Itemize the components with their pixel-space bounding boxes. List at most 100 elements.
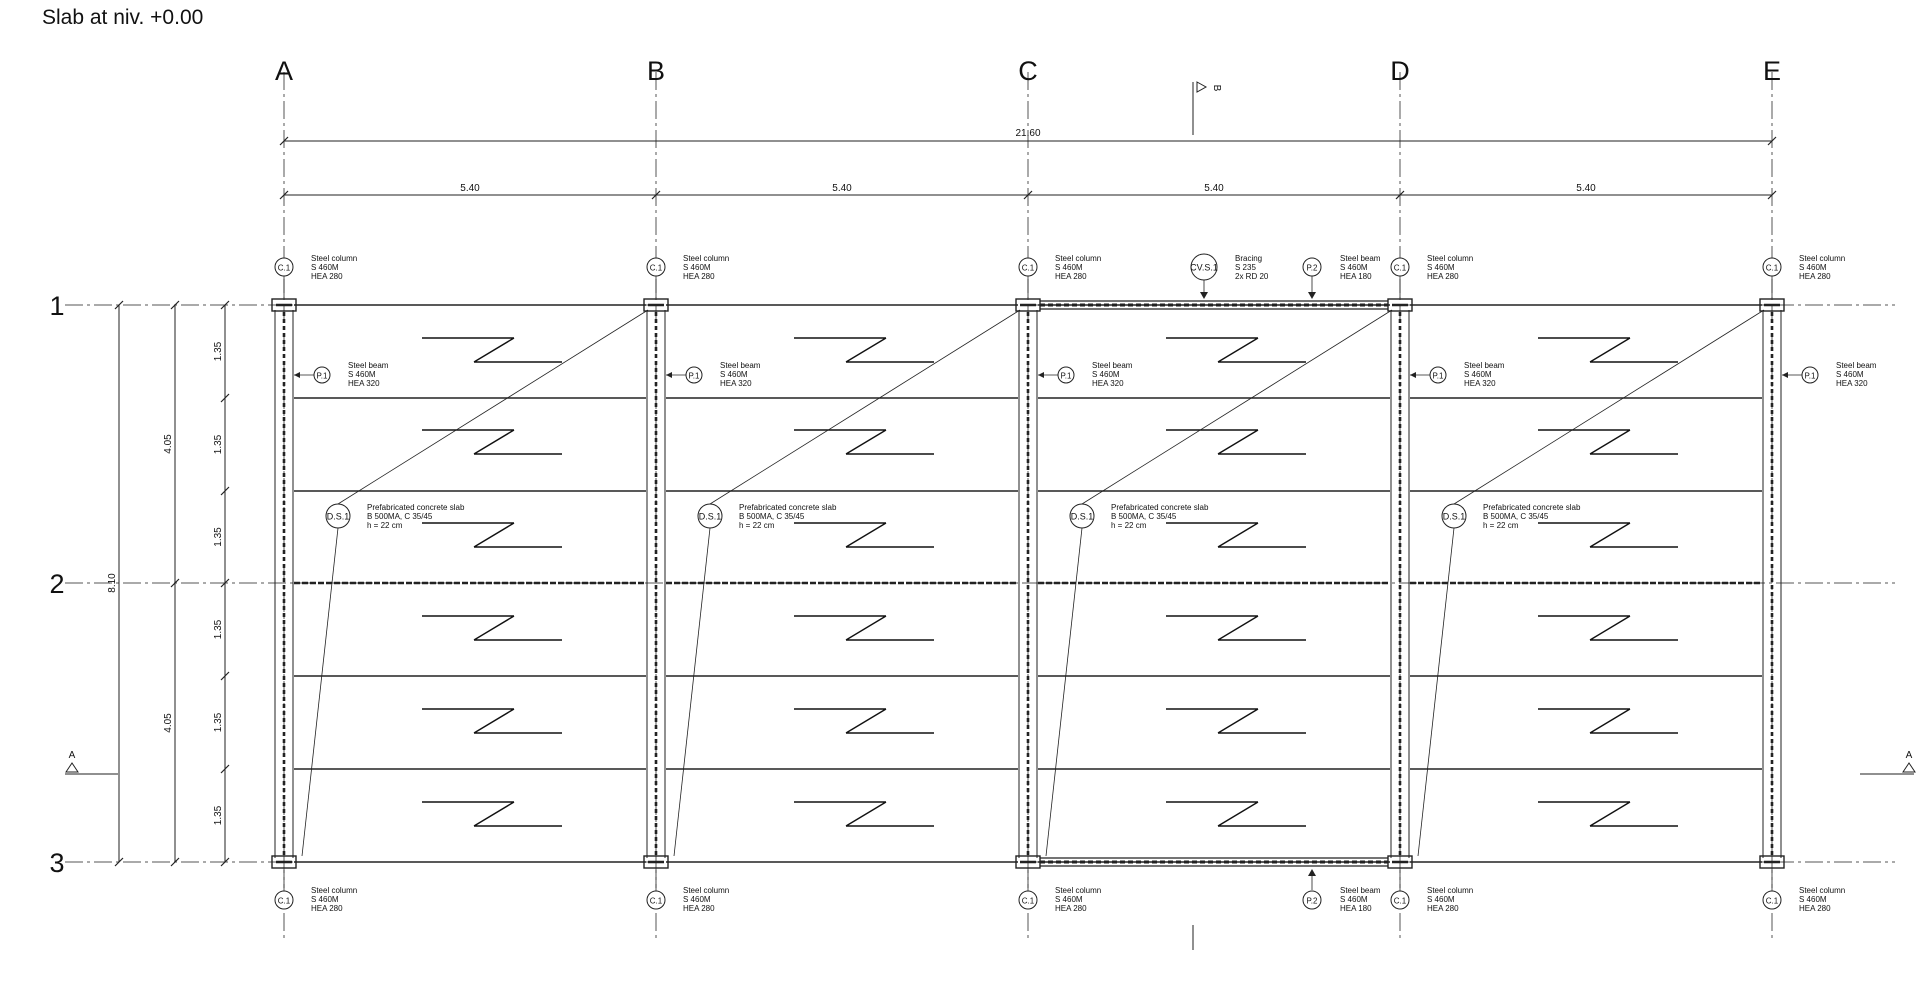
dimension-bay: 5.40 <box>832 183 852 194</box>
section-marker-left <box>65 762 79 773</box>
tag-code-edge_beam: P.1 <box>1805 372 1817 381</box>
slab-span-arrow <box>1538 522 1678 548</box>
dimension-strip-y: 1.35 <box>213 527 224 547</box>
tag-text-bracing_beam: Steel beam <box>1340 886 1381 895</box>
tag-text-bracing: S 235 <box>1235 263 1256 272</box>
tag-bubble <box>1762 257 1782 277</box>
tag-code-slab: D.S.1 <box>327 512 350 522</box>
tag-code-column: C.1 <box>650 897 663 906</box>
grid-label-3: 3 <box>49 848 64 878</box>
tag-bubble <box>1390 890 1410 910</box>
slab-span-arrow <box>794 337 934 363</box>
column-plate <box>1387 855 1413 869</box>
grid-label-e: E <box>1763 56 1781 86</box>
dimension-tick <box>170 300 180 310</box>
column-plate <box>271 855 297 869</box>
column-plate <box>643 855 669 869</box>
tag-arrowhead <box>1782 372 1788 378</box>
dimension-bay: 5.40 <box>1204 183 1224 194</box>
column-plate <box>1015 298 1041 312</box>
tag-text-bracing_beam: HEA 180 <box>1340 904 1372 913</box>
dimension-strip-y: 1.35 <box>213 619 224 639</box>
slab-span-arrow <box>794 615 934 641</box>
slab-span-arrow <box>422 801 562 827</box>
tag-code-column: C.1 <box>1394 897 1407 906</box>
dimension-strip-y: 1.35 <box>213 341 224 361</box>
tag-text-edge_beam: S 460M <box>1836 370 1864 379</box>
tag-text-column: HEA 280 <box>1427 272 1459 281</box>
tag-bubble <box>1429 366 1447 384</box>
dimension-tick <box>220 578 230 588</box>
tag-text-edge_beam: S 460M <box>348 370 376 379</box>
section-marker-right <box>1902 762 1916 773</box>
tag-code-column: C.1 <box>1022 264 1035 273</box>
grid-label-2: 2 <box>49 569 64 599</box>
tag-text-column: Steel column <box>1427 254 1473 263</box>
tag-code-column: C.1 <box>278 264 291 273</box>
tag-text-bracing: Bracing <box>1235 254 1262 263</box>
tag-code-slab: D.S.1 <box>1443 512 1466 522</box>
tag-code-column: C.1 <box>1022 897 1035 906</box>
tag-text-column: HEA 280 <box>683 272 715 281</box>
slab-span-arrow <box>1538 337 1678 363</box>
tag-text-edge_beam: S 460M <box>720 370 748 379</box>
tag-text-column: Steel column <box>1799 254 1845 263</box>
dimension-tick <box>220 393 230 403</box>
dimension-tick <box>1395 190 1405 200</box>
tag-text-edge_beam: Steel beam <box>1092 361 1133 370</box>
dimension-tick <box>220 671 230 681</box>
tag-text-column: HEA 280 <box>1427 904 1459 913</box>
tag-text-bracing_beam: S 460M <box>1340 263 1368 272</box>
dimension-strip-y: 1.35 <box>213 712 224 732</box>
tag-code-edge_beam: P.1 <box>1061 372 1073 381</box>
slab-span-arrow <box>1166 708 1306 734</box>
slab-span-arrow <box>794 801 934 827</box>
tag-text-column: S 460M <box>1799 895 1827 904</box>
dimension-overall: 21.60 <box>1015 128 1040 139</box>
slab-span-arrow <box>1538 615 1678 641</box>
slab-span-arrow <box>422 708 562 734</box>
tag-text-slab: B 500MA, C 35/45 <box>739 512 805 521</box>
tag-text-edge_beam: HEA 320 <box>1092 379 1124 388</box>
tag-text-column: Steel column <box>311 254 357 263</box>
tag-code-slab: D.S.1 <box>699 512 722 522</box>
tag-bubble <box>1069 503 1095 529</box>
tag-text-edge_beam: Steel beam <box>720 361 761 370</box>
tag-text-edge_beam: HEA 320 <box>1464 379 1496 388</box>
tag-arrowhead <box>1308 869 1316 876</box>
tag-text-column: HEA 280 <box>683 904 715 913</box>
tag-text-edge_beam: S 460M <box>1092 370 1120 379</box>
tag-bubble <box>1190 253 1218 281</box>
dimension-tick <box>279 190 289 200</box>
dimension-bay: 5.40 <box>460 183 480 194</box>
tag-text-column: HEA 280 <box>1799 272 1831 281</box>
tag-text-edge_beam: HEA 320 <box>1836 379 1868 388</box>
tag-text-slab: Prefabricated concrete slab <box>1111 503 1209 512</box>
tag-text-slab: Prefabricated concrete slab <box>739 503 837 512</box>
tag-text-edge_beam: HEA 320 <box>348 379 380 388</box>
tag-text-slab: Prefabricated concrete slab <box>1483 503 1581 512</box>
tag-text-column: S 460M <box>1799 263 1827 272</box>
dimension-tick <box>114 857 124 867</box>
tag-code-edge_beam: P.1 <box>317 372 329 381</box>
dimension-tick <box>279 136 289 146</box>
tag-text-column: S 460M <box>311 263 339 272</box>
slab-tag-leader <box>1417 527 1455 857</box>
slab-tag-leader <box>337 309 649 505</box>
dimension-tick <box>220 764 230 774</box>
slab-tag-leader <box>709 309 1021 505</box>
tag-text-column: S 460M <box>1055 895 1083 904</box>
tag-text-column: S 460M <box>311 895 339 904</box>
tag-text-edge_beam: S 460M <box>1464 370 1492 379</box>
tag-text-slab: B 500MA, C 35/45 <box>1111 512 1177 521</box>
slab-span-arrow <box>422 337 562 363</box>
tag-bubble <box>1801 366 1819 384</box>
slab-span-arrow <box>1538 429 1678 455</box>
slab-span-arrow <box>422 522 562 548</box>
tag-bubble <box>1302 890 1322 910</box>
dimension-tick <box>1023 190 1033 200</box>
tag-bubble <box>325 503 351 529</box>
section-label-left: A <box>69 750 76 761</box>
tag-text-slab: h = 22 cm <box>1483 521 1519 530</box>
